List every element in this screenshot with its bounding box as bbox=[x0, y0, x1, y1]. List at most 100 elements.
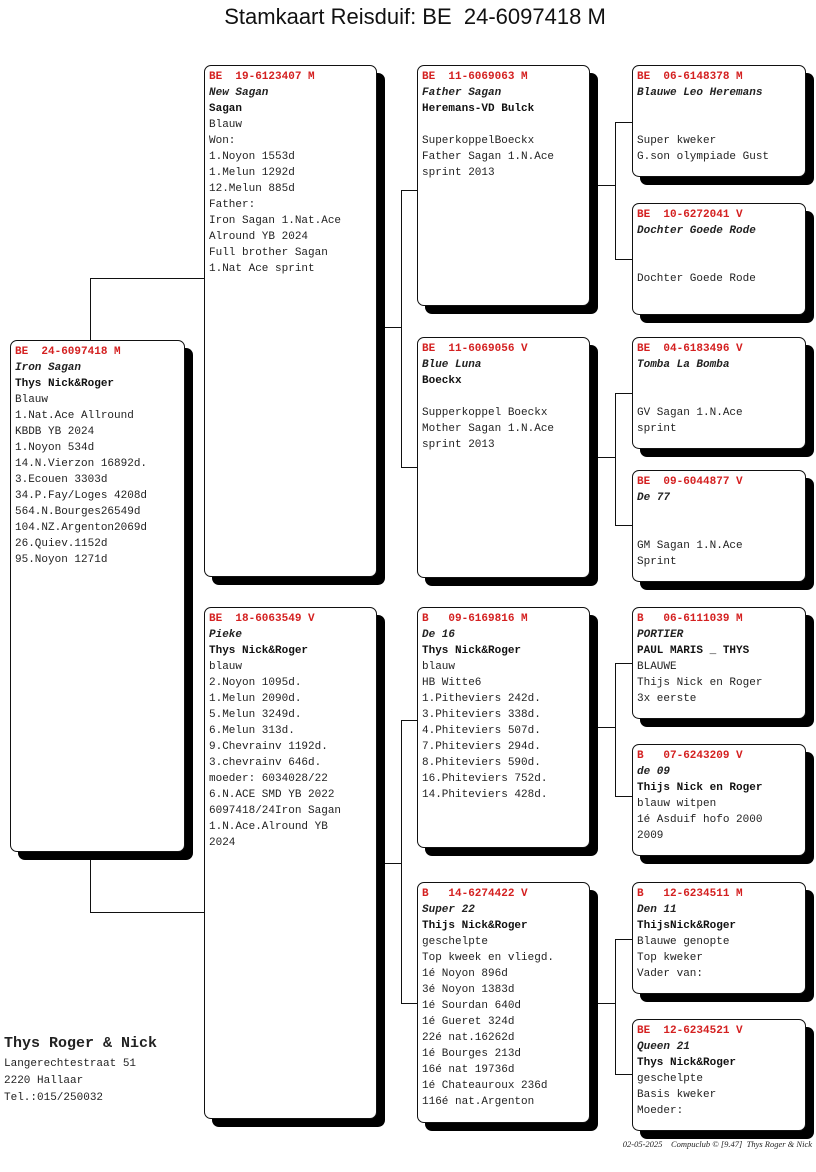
breeder-city: 2220 Hallaar bbox=[4, 1075, 84, 1087]
pigeon-info-line: 7.Phiteviers 294d. bbox=[422, 741, 541, 753]
pigeon-info-line: 1é Gueret 324d bbox=[422, 1016, 515, 1028]
pigeon-name: Iron Sagan bbox=[15, 362, 82, 374]
pigeon-info-line: 1é Chateauroux 236d bbox=[422, 1080, 548, 1092]
connector-line bbox=[401, 720, 402, 1004]
ring-number: B 09-6169816 M bbox=[422, 613, 528, 625]
pigeon-owner bbox=[637, 373, 801, 389]
pigeon-info-line: 3x eerste bbox=[637, 693, 697, 705]
pigeon-owner: Boeckx bbox=[422, 375, 462, 387]
connector-line bbox=[90, 278, 204, 279]
pigeon-owner bbox=[637, 506, 801, 522]
connector-line bbox=[615, 122, 616, 260]
connector-line bbox=[615, 393, 632, 394]
footer-date: 02-05-2025 bbox=[622, 1139, 663, 1149]
pigeon-name: Dochter Goede Rode bbox=[637, 225, 756, 237]
connector-line bbox=[615, 939, 632, 940]
footer-owner: Thys Roger & Nick bbox=[746, 1139, 812, 1149]
pigeon-info-line: geschelpte bbox=[637, 1073, 704, 1085]
pigeon-info-line: 1.Noyon 534d bbox=[15, 442, 95, 454]
connector-line bbox=[615, 939, 616, 1075]
pigeon-info-line: Blauwe genopte bbox=[637, 936, 730, 948]
pigeon-info-line: 1.Pitheviers 242d. bbox=[422, 693, 541, 705]
pigeon-info-line: Mother Sagan 1.N.Ace bbox=[422, 423, 555, 435]
pigeon-info-line: moeder: 6034028/22 bbox=[209, 773, 328, 785]
pigeon-info-line: Iron Sagan 1.Nat.Ace bbox=[209, 215, 342, 227]
pigeon-info-line bbox=[422, 389, 585, 405]
pigeon-info-line: 95.Noyon 1271d bbox=[15, 554, 108, 566]
pigeon-info-line: Blauw bbox=[209, 119, 243, 131]
pigeon-info-line: 16.Phiteviers 752d. bbox=[422, 773, 548, 785]
pigeon-info-line: 3.Ecouen 3303d bbox=[15, 474, 108, 486]
ring-number: BE 11-6069063 M bbox=[422, 71, 528, 83]
pigeon-info-line: 104.NZ.Argenton2069d bbox=[15, 522, 148, 534]
connector-line bbox=[615, 525, 632, 526]
breeder-phone: Tel.:015/250032 bbox=[4, 1092, 104, 1104]
breeder-name: Thys Roger & Nick bbox=[4, 1035, 158, 1052]
pigeon-info-line bbox=[637, 117, 801, 133]
pigeon-owner: Thys Nick&Roger bbox=[209, 645, 309, 657]
pigeon-info-line: 4.Phiteviers 507d. bbox=[422, 725, 541, 737]
pigeon-info-line: Father Sagan 1.N.Ace bbox=[422, 151, 555, 163]
ring-number: BE 06-6148378 M bbox=[637, 71, 743, 83]
connector-line bbox=[615, 1074, 632, 1075]
pigeon-info-line: 6.N.ACE SMD YB 2022 bbox=[209, 789, 335, 801]
pigeon-info-line: BLAUWE bbox=[637, 661, 677, 673]
pigeon-info-line: sprint 2013 bbox=[422, 167, 495, 179]
connector-line bbox=[598, 185, 615, 186]
pigeon-owner: Sagan bbox=[209, 103, 243, 115]
pigeon-info-line: 14.Phiteviers 428d. bbox=[422, 789, 548, 801]
connector-line bbox=[385, 327, 401, 328]
connector-line bbox=[401, 190, 402, 468]
ring-number: BE 12-6234521 V bbox=[637, 1025, 743, 1037]
pigeon-info-line: 22é nat.16262d bbox=[422, 1032, 515, 1044]
pigeon-name: Den 11 bbox=[637, 904, 677, 916]
pigeon-owner: Heremans-VD Bulck bbox=[422, 103, 535, 115]
pigeon-info-line: 1.Melun 1292d bbox=[209, 167, 295, 179]
pigeon-name: de 09 bbox=[637, 766, 671, 778]
pigeon-info-line: 3.chevrainv 646d. bbox=[209, 757, 322, 769]
pigeon-name: De 77 bbox=[637, 492, 671, 504]
pigeon-info-line bbox=[422, 117, 585, 133]
pigeon-info-line: 2.Noyon 1095d. bbox=[209, 677, 302, 689]
pigeon-info-line: 2024 bbox=[209, 837, 236, 849]
pigeon-info-line: Full brother Sagan bbox=[209, 247, 328, 259]
pigeon-name: Pieke bbox=[209, 629, 243, 641]
pigeon-info-line: 1é Bourges 213d bbox=[422, 1048, 522, 1060]
pigeon-info-line: 1é Asduif hofo 2000 bbox=[637, 814, 763, 826]
pigeon-info-line: Top kweker bbox=[637, 952, 704, 964]
pigeon-name: Blauwe Leo Heremans bbox=[637, 87, 763, 99]
pigeon-info-line: 1é Noyon 896d bbox=[422, 968, 508, 980]
pigeon-info-line: Blauw bbox=[15, 394, 49, 406]
pigeon-info-line: geschelpte bbox=[422, 936, 489, 948]
ring-number: B 12-6234511 M bbox=[637, 888, 743, 900]
pigeon-info-line: blauw witpen bbox=[637, 798, 717, 810]
connector-line bbox=[615, 259, 632, 260]
pigeon-info-line: 3.Phiteviers 338d. bbox=[422, 709, 541, 721]
breeder-info: Thys Roger & Nick Langerechtestraat 51 2… bbox=[4, 1034, 157, 1107]
connector-line bbox=[401, 190, 417, 191]
breeder-street: Langerechtestraat 51 bbox=[4, 1058, 137, 1070]
pigeon-name: PORTIER bbox=[637, 629, 684, 641]
pigeon-info-line: Dochter Goede Rode bbox=[637, 273, 756, 285]
connector-line bbox=[615, 663, 632, 664]
pigeon-info-line: 14.N.Vierzon 16892d. bbox=[15, 458, 148, 470]
pigeon-info-line: Alround YB 2024 bbox=[209, 231, 309, 243]
page-title: Stamkaart Reisduif: BE 24-6097418 M bbox=[224, 4, 606, 29]
pigeon-name: De 16 bbox=[422, 629, 456, 641]
pigeon-owner: Thijs Nick en Roger bbox=[637, 782, 763, 794]
